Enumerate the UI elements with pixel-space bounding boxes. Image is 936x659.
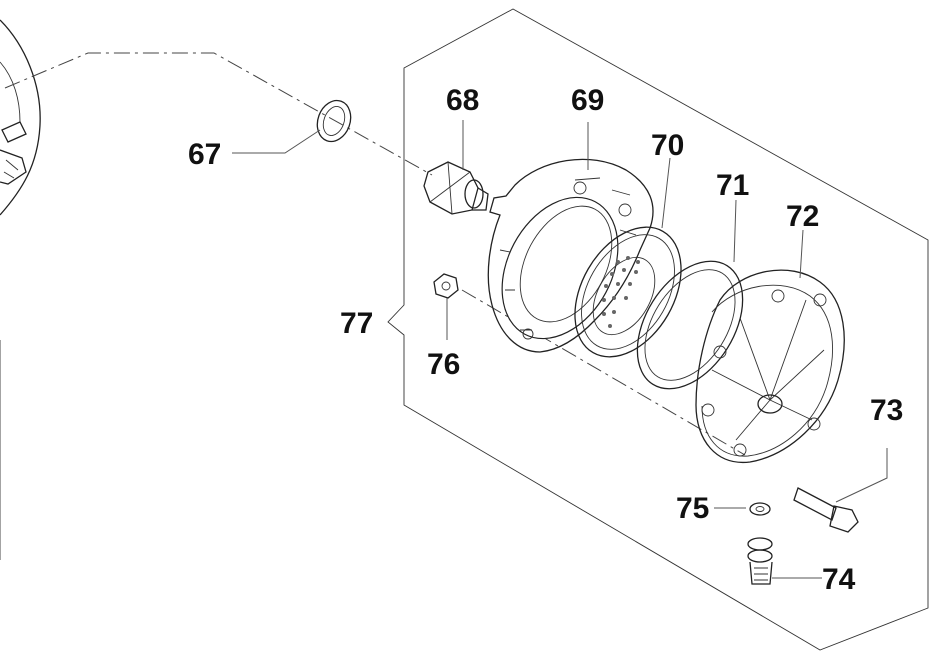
callout-71[interactable]: 71 <box>716 169 749 202</box>
part-72-end-cover <box>695 269 845 464</box>
part-75-washer <box>749 502 771 516</box>
callout-70[interactable]: 70 <box>651 129 684 162</box>
callout-77[interactable]: 77 <box>340 307 373 340</box>
part-68-fitting <box>423 161 489 215</box>
perforation-holes <box>602 256 640 328</box>
callout-73[interactable]: 73 <box>870 394 903 427</box>
leader-lines <box>232 120 888 579</box>
part-74-plug <box>747 537 773 585</box>
centerline-lower <box>461 289 746 456</box>
callout-69[interactable]: 69 <box>571 84 604 117</box>
callout-67[interactable]: 67 <box>188 138 221 171</box>
part-69-flange-highlighted <box>487 158 654 353</box>
part-76-nut <box>433 273 459 299</box>
callout-75[interactable]: 75 <box>676 492 709 525</box>
part-73-bolt <box>793 487 859 533</box>
part-70-diaphragm-plate <box>574 226 682 358</box>
pump-body-partial <box>0 19 41 560</box>
part-67-washer <box>316 99 352 143</box>
centerline-axis <box>4 52 433 176</box>
assembly-77-boundary <box>387 8 929 651</box>
callout-72[interactable]: 72 <box>786 200 819 233</box>
callout-76[interactable]: 76 <box>427 348 460 381</box>
callout-68[interactable]: 68 <box>446 84 479 117</box>
callout-74[interactable]: 74 <box>822 563 856 596</box>
part-71-seal-ring <box>636 260 744 390</box>
